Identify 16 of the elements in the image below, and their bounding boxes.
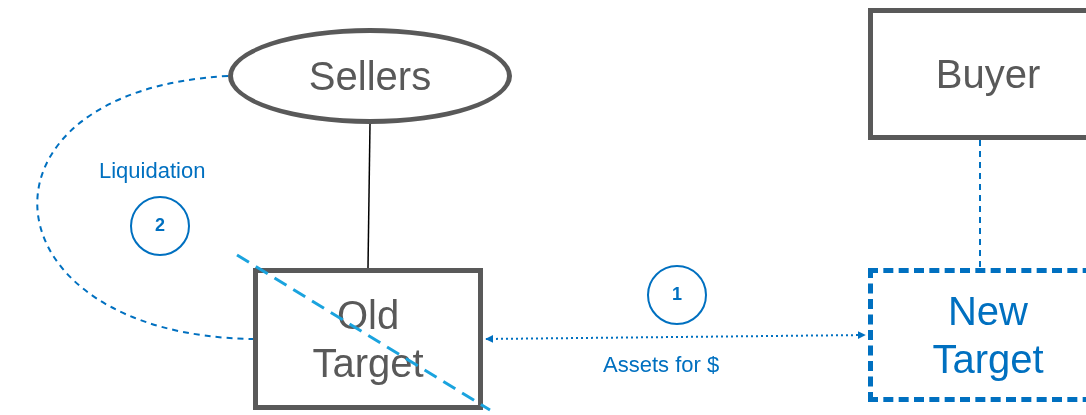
- node-text: Old Target: [311, 292, 425, 387]
- node-text: 1: [672, 284, 682, 306]
- process-box: [868, 268, 1086, 402]
- step-number-circle: [130, 196, 190, 256]
- node-text: New Target: [931, 288, 1045, 383]
- arrow: [485, 331, 866, 343]
- node-text: Buyer: [935, 51, 1041, 98]
- connector-line: [979, 139, 981, 269]
- note-label: Liquidation: [99, 158, 206, 184]
- process-box: [868, 8, 1086, 140]
- node-text: 2: [155, 215, 165, 237]
- process-box: [253, 268, 483, 410]
- connector-line: [36, 75, 254, 340]
- step-number-circle: [647, 265, 707, 325]
- connector-line: [367, 123, 371, 269]
- node-text: Sellers: [308, 53, 432, 100]
